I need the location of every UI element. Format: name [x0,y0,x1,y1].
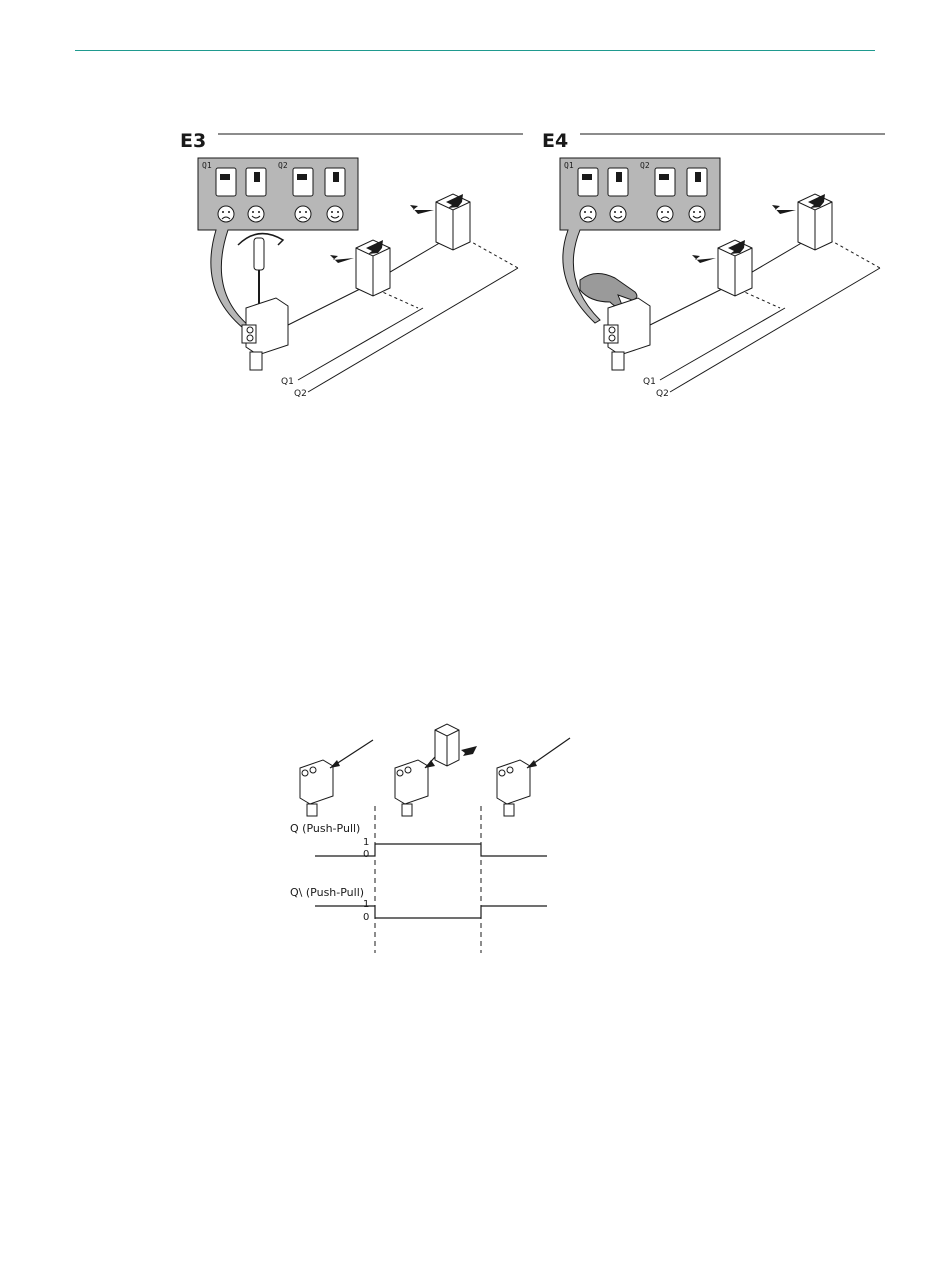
q2-distance-label: Q2 [656,389,669,399]
sad-face-icon [657,206,673,222]
q1-slot-label: Q1 [564,161,574,170]
sad-face-icon [218,206,234,222]
q-inverted-level-high: 1 [363,899,369,910]
happy-face-icon [248,206,264,222]
timing-diagram: Q (Push-Pull) 1 0 Q\ (Push-Pull) 1 0 [285,718,585,963]
q-inverted-level-low: 0 [363,912,369,923]
sad-face-icon [295,206,311,222]
beam-line [288,285,368,325]
q-signal-trace [315,844,547,856]
sensor-icon [497,738,570,816]
q-level-high: 1 [363,837,369,848]
q-signal-label: Q (Push-Pull) [290,822,360,835]
panel-title-e4: E4 [542,130,568,152]
q2-distance-label: Q2 [294,389,307,399]
object-box [435,724,459,766]
sensor-icon [242,298,288,370]
sensor-icon [300,740,373,816]
arrow-icon [692,255,716,263]
q-inverted-signal-label: Q\ (Push-Pull) [290,886,364,899]
e4-illustration [540,130,900,410]
q2-distance-line [670,268,880,392]
q1-slot-label: Q1 [202,161,212,170]
panel-title-e3: E3 [180,130,206,152]
e4-slot-1 [578,168,598,196]
e3-slot-3 [293,168,313,196]
e3-slot-2 [246,168,266,196]
q1-distance-line [298,308,423,380]
arrow-icon [410,205,434,214]
q1-distance-label: Q1 [643,377,656,387]
q1-distance-line [660,308,785,380]
happy-face-icon [610,206,626,222]
q2-slot-label: Q2 [278,161,288,170]
arrow-icon [772,205,796,214]
timing-illustration [285,718,585,963]
sad-face-icon [580,206,596,222]
q2-slot-label: Q2 [640,161,650,170]
header-rule [75,50,875,51]
e4-slot-3 [655,168,675,196]
q-level-low: 0 [363,849,369,860]
e3-slot-4 [325,168,345,196]
e3-illustration [178,130,538,410]
panel-e4: E4 Q1 Q2 Q1 Q2 [540,130,900,410]
arrow-icon [461,746,477,756]
arrow-icon [330,255,354,263]
e4-slot-4 [687,168,707,196]
beam-line [650,285,730,325]
happy-face-icon [689,206,705,222]
q-inverted-signal-trace [315,906,547,918]
q2-distance-line [308,268,518,392]
q1-distance-label: Q1 [281,377,294,387]
panel-e3: E3 Q1 Q2 Q1 Q2 [178,130,538,410]
happy-face-icon [327,206,343,222]
e3-slot-1 [216,168,236,196]
screwdriver-icon [238,234,283,305]
e4-slot-2 [608,168,628,196]
sensor-icon [604,298,650,370]
